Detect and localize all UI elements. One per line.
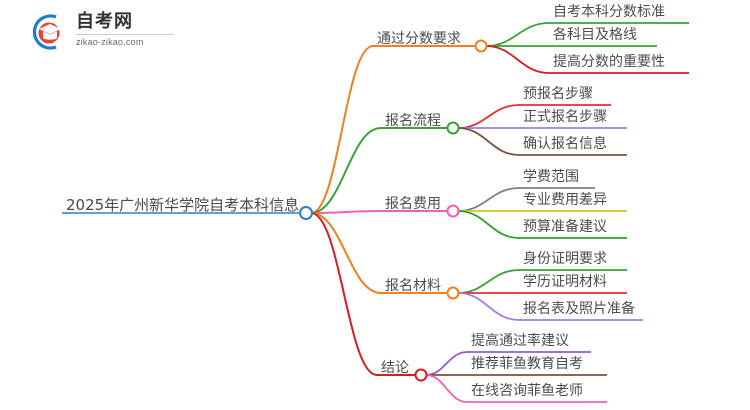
branch-node-2[interactable] bbox=[446, 204, 460, 218]
logo-divider bbox=[76, 34, 174, 35]
edge-root-to-branch-4 bbox=[310, 212, 378, 376]
logo-url: zikao-zikao.com bbox=[76, 37, 144, 47]
edge-branch-1-leaf-0 bbox=[457, 104, 520, 129]
leaf-label-0-2[interactable]: 提高分数的重要性 bbox=[553, 54, 665, 70]
branch-label-4[interactable]: 结论 bbox=[381, 360, 409, 376]
edge-branch-0-leaf-0 bbox=[485, 22, 550, 47]
edge-branch-4-leaf-2 bbox=[425, 374, 468, 403]
edge-root-to-branch-3 bbox=[310, 212, 382, 294]
branch-node-0[interactable] bbox=[474, 39, 488, 53]
leaf-label-1-2[interactable]: 确认报名信息 bbox=[523, 136, 607, 152]
branch-node-4[interactable] bbox=[414, 368, 428, 382]
leaf-label-3-1[interactable]: 学历证明材料 bbox=[523, 274, 607, 290]
leaf-label-2-1[interactable]: 专业费用差异 bbox=[523, 192, 607, 208]
graduation-cap-icon bbox=[32, 14, 61, 50]
root-node-label[interactable]: 2025年广州新华学院自考本科信息 bbox=[66, 196, 300, 214]
edge-branch-3-leaf-0 bbox=[457, 269, 520, 294]
mindmap-nodes bbox=[299, 39, 488, 382]
site-logo: 自考网 zikao-zikao.com bbox=[26, 10, 176, 54]
branch-node-3[interactable] bbox=[446, 286, 460, 300]
edge-branch-2-leaf-2 bbox=[457, 210, 520, 239]
leaf-label-2-2[interactable]: 预算准备建议 bbox=[523, 219, 607, 235]
leaf-label-0-1[interactable]: 各科目及格线 bbox=[553, 27, 637, 43]
leaf-label-4-2[interactable]: 在线咨询菲鱼老师 bbox=[471, 383, 583, 399]
leaf-label-2-0[interactable]: 学费范围 bbox=[523, 169, 579, 185]
edge-branch-1-leaf-2 bbox=[457, 127, 520, 156]
edge-branch-3-leaf-2 bbox=[457, 292, 520, 321]
leaf-label-3-0[interactable]: 身份证明要求 bbox=[523, 251, 607, 267]
edge-root-to-branch-2 bbox=[310, 210, 382, 214]
edge-branch-0-leaf-2 bbox=[485, 45, 550, 74]
root-node[interactable] bbox=[299, 206, 313, 220]
mindmap-edges bbox=[62, 22, 689, 403]
edge-root-to-branch-1 bbox=[310, 127, 382, 214]
edge-branch-4-leaf-0 bbox=[425, 351, 468, 376]
edge-root-to-branch-0 bbox=[310, 45, 374, 214]
logo-name: 自考网 bbox=[76, 11, 133, 32]
leaf-label-4-1[interactable]: 推荐菲鱼教育自考 bbox=[471, 356, 583, 372]
branch-label-3[interactable]: 报名材料 bbox=[385, 278, 441, 294]
branch-label-2[interactable]: 报名费用 bbox=[385, 196, 441, 212]
logo-text-block: 自考网 zikao-zikao.com bbox=[76, 11, 176, 47]
leaf-label-1-1[interactable]: 正式报名步骤 bbox=[523, 109, 607, 125]
leaf-label-3-2[interactable]: 报名表及照片准备 bbox=[523, 301, 635, 317]
leaf-label-0-0[interactable]: 自考本科分数标准 bbox=[553, 4, 665, 20]
edge-branch-2-leaf-0 bbox=[457, 187, 520, 212]
branch-label-1[interactable]: 报名流程 bbox=[385, 113, 441, 129]
leaf-label-1-0[interactable]: 预报名步骤 bbox=[523, 86, 593, 102]
branch-label-0[interactable]: 通过分数要求 bbox=[377, 31, 461, 47]
branch-node-1[interactable] bbox=[446, 121, 460, 135]
leaf-label-4-0[interactable]: 提高通过率建议 bbox=[471, 333, 569, 349]
